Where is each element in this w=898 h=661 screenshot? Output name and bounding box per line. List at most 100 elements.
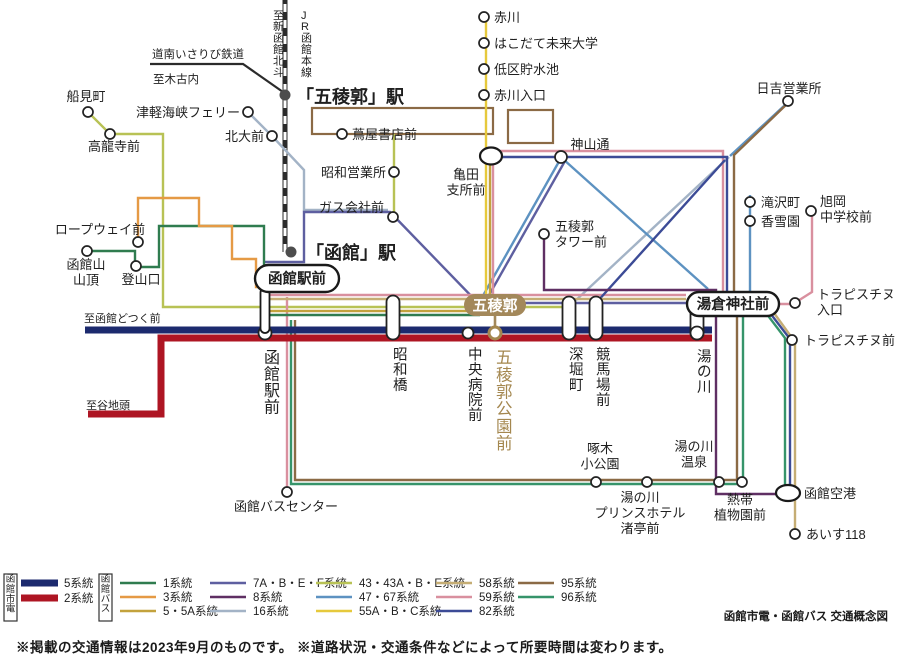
bus-stop-marker	[478, 37, 490, 49]
station-label: あいす118	[806, 527, 866, 542]
station-label: 亀田	[453, 167, 479, 182]
hub-station-marker	[478, 146, 504, 166]
bus-stop-marker	[281, 486, 293, 498]
legend-box-label: 函館バス	[101, 574, 111, 615]
route-k47	[562, 158, 709, 290]
rail-label: 至谷地頭	[86, 399, 130, 412]
tram-stop-marker	[689, 325, 705, 341]
rail-label: 「五稜郭」駅	[296, 86, 405, 107]
tram-stop-pill	[385, 294, 401, 341]
tram-stop-marker	[487, 325, 503, 341]
station-label: 北大前	[225, 129, 264, 144]
station-label: 小公園	[580, 457, 619, 472]
route-k43	[87, 111, 570, 309]
bus-stop-marker	[789, 528, 801, 540]
bus-stop-marker	[82, 106, 94, 118]
route-k59	[779, 213, 814, 306]
bus-stop-marker	[336, 128, 348, 140]
station-label: 赤川	[494, 10, 520, 25]
bus-stop-marker	[478, 63, 490, 75]
station-label: タワー前	[555, 235, 607, 250]
bus-stop-marker	[388, 166, 400, 178]
legend-label: 95系統	[561, 576, 597, 590]
legend-box	[3, 573, 18, 622]
bus-stop-marker	[104, 128, 116, 140]
badge-label: 五稜郭	[472, 297, 517, 315]
tram-stop-name: 湯の川	[697, 349, 712, 396]
bubble-label: 函館駅前	[268, 270, 326, 288]
map-disclaimer: ※掲載の交通情報は2023年9月のものです。 ※道路状況・交通条件などによって所…	[16, 640, 673, 655]
tram-stop-name: 昭和橋	[393, 348, 408, 394]
station-label: 函館バスセンター	[234, 499, 338, 514]
station-label: 日吉営業所	[756, 81, 821, 96]
bus-stop-marker	[554, 150, 568, 164]
station-label: 滝沢町	[761, 195, 800, 210]
bus-stop-marker	[242, 106, 254, 118]
jr-station-dot	[285, 246, 297, 258]
station-label: 昭和営業所	[321, 165, 386, 180]
station-label: 登山口	[121, 272, 160, 287]
tram-stop-pill	[588, 295, 604, 341]
legend-label: 3系統	[163, 590, 193, 604]
station-label: 湯の川	[620, 490, 659, 505]
legend-box	[98, 573, 113, 622]
station-label: 植物園前	[714, 508, 766, 523]
rail-label: 至新函館北斗	[273, 10, 284, 79]
tram-stop-name: 中央病院前	[468, 347, 483, 424]
legend-label: 47・67系統	[359, 590, 420, 604]
station-label: 渚亭前	[620, 521, 659, 536]
legend-swatch	[21, 594, 58, 602]
route-k7	[482, 160, 567, 305]
station-label: 香雪園	[761, 214, 800, 229]
bus-stop-marker	[590, 476, 602, 488]
bus-stop-marker	[744, 196, 756, 208]
route-tram2	[88, 334, 712, 418]
rail-label: 道南いさりび鉄道	[152, 47, 244, 61]
station-label: 旭岡	[820, 194, 846, 209]
hub-station-marker	[774, 483, 802, 503]
landmark-box	[506, 108, 555, 145]
route-k82	[491, 155, 729, 292]
rail-label: 「函館」駅	[306, 242, 397, 263]
station-label: トラピスチヌ前	[804, 333, 895, 348]
tram-stop-name: 五稜郭公園前	[496, 348, 513, 453]
isaribi-line	[150, 62, 284, 93]
route-k95	[293, 315, 739, 482]
bubble-label: 湯倉神社前	[697, 295, 770, 313]
bus-stop-marker	[130, 260, 142, 272]
legend-swatch	[21, 579, 58, 587]
tram-stop-marker	[461, 326, 475, 340]
bus-stop-marker	[782, 95, 794, 107]
station-label: 神山通	[570, 137, 609, 152]
legend-label: 58系統	[479, 576, 515, 590]
route-k96	[765, 312, 787, 488]
route-k59	[491, 149, 725, 292]
station-label: ガス会社前	[319, 200, 384, 215]
station-bubble	[685, 290, 781, 318]
bus-stop-marker	[641, 476, 653, 488]
legend-label: 8系統	[253, 590, 283, 604]
route-k95	[732, 101, 790, 293]
station-label: 赤川入口	[494, 88, 546, 103]
bus-stop-marker	[736, 476, 748, 488]
station-label: トラピスチヌ	[817, 287, 895, 302]
station-label: プリンスホテル	[595, 506, 686, 521]
station-label: 支所前	[446, 183, 485, 198]
bus-stop-marker	[266, 130, 278, 142]
station-label: 中学校前	[820, 210, 872, 225]
bus-stop-marker	[744, 215, 756, 227]
bus-stop-marker	[478, 11, 490, 23]
bus-stop-marker	[786, 334, 798, 346]
bus-stop-marker	[81, 245, 93, 257]
legend-label: 16系統	[253, 604, 289, 618]
bus-stop-marker	[805, 205, 817, 217]
legend-label: 55A・B・C系統	[359, 604, 442, 618]
station-label: はこだて未来大学	[494, 36, 598, 51]
bus-stop-marker	[789, 297, 801, 309]
legend-label: 7A・B・E・F系統	[253, 576, 347, 590]
station-label: 高龍寺前	[88, 139, 140, 154]
tram-stop-pill	[561, 295, 577, 341]
legend-label: 5・5A系統	[163, 604, 218, 618]
route-k82	[595, 159, 726, 304]
station-label: 五稜郭	[555, 219, 594, 234]
